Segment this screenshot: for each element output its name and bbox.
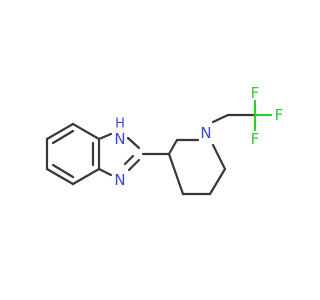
bond — [126, 136, 141, 150]
bond — [167, 138, 179, 156]
double-bond-inner — [51, 129, 75, 145]
piperidine-nitrogen-label: N — [200, 124, 211, 142]
nh-hydrogen-label: H — [115, 117, 125, 132]
benzene-ring — [45, 122, 101, 186]
bond — [127, 158, 141, 172]
double-bond-inner — [51, 163, 75, 179]
piperidine-ring — [167, 138, 227, 196]
bond — [167, 152, 185, 196]
bond — [97, 132, 113, 141]
molecule-structure: H N N N F F F — [45, 84, 284, 196]
trifluoroethyl-group — [211, 99, 273, 132]
nh-nitrogen-label: N — [114, 130, 125, 148]
bond — [211, 113, 230, 124]
double-bond-inner — [123, 154, 135, 166]
imine-nitrogen-label: N — [114, 171, 125, 189]
bond — [71, 122, 101, 141]
imidazole-ring — [97, 132, 141, 177]
fluorine-top-label: F — [251, 84, 260, 102]
bond — [211, 143, 227, 171]
fluorine-right-label: F — [275, 106, 284, 124]
bond — [97, 167, 113, 177]
fluorine-bottom-label: F — [251, 130, 260, 148]
bond — [208, 167, 227, 196]
bond — [45, 122, 75, 141]
bond — [71, 167, 101, 186]
bond — [45, 167, 75, 186]
